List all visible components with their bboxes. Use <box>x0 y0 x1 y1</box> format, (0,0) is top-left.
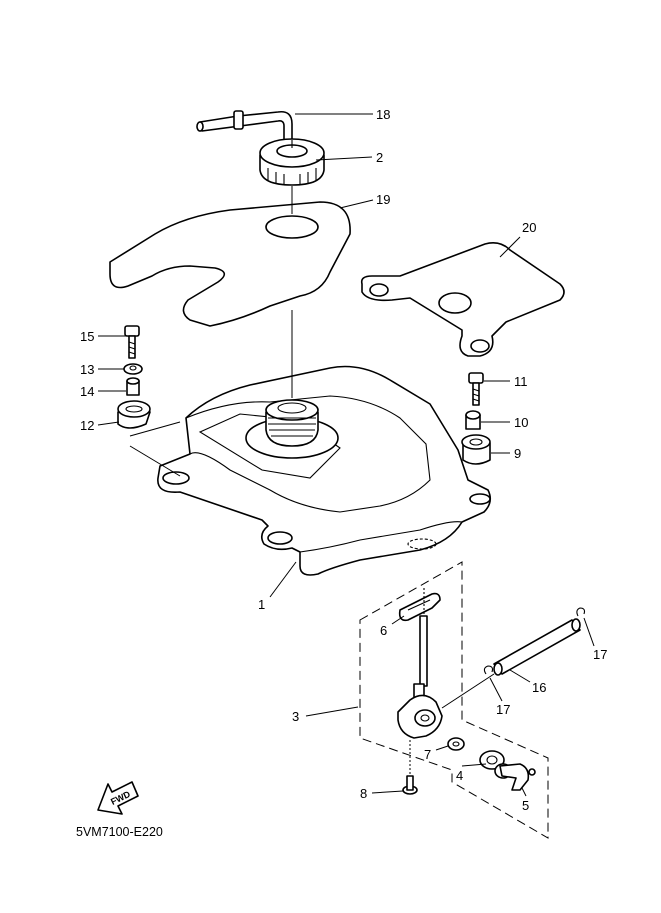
part-6-gasket <box>398 592 441 622</box>
callout-3: 3 <box>292 709 299 724</box>
diagram-code: 5VM7100-E220 <box>76 825 163 839</box>
part-19-pad <box>109 201 351 327</box>
fuel-cock-body <box>397 588 443 739</box>
callout-14: 14 <box>80 384 94 399</box>
callout-16: 16 <box>532 680 546 695</box>
callout-2: 2 <box>376 150 383 165</box>
part-12-damper <box>117 400 151 429</box>
leader-lines <box>97 113 595 797</box>
callout-19: 19 <box>376 192 390 207</box>
part-10-collar <box>465 410 481 430</box>
callout-7: 7 <box>424 747 431 762</box>
callout-17-lower: 17 <box>496 702 510 717</box>
part-17-clip-upper <box>576 607 586 617</box>
callout-10: 10 <box>514 415 528 430</box>
fwd-arrow-icon: FWD <box>97 781 139 815</box>
callout-1: 1 <box>258 597 265 612</box>
callout-9: 9 <box>514 446 521 461</box>
callout-12: 12 <box>80 418 94 433</box>
callout-8: 8 <box>360 786 367 801</box>
part-17-clip-lower <box>483 665 494 675</box>
callout-5: 5 <box>522 798 529 813</box>
callout-18: 18 <box>376 107 390 122</box>
callout-13: 13 <box>80 362 94 377</box>
part-13-washer <box>123 363 143 375</box>
part-7-o-ring <box>447 737 465 751</box>
callout-15: 15 <box>80 329 94 344</box>
part-20-plate <box>360 242 565 357</box>
part-16-fuel-hose <box>441 618 581 709</box>
part-5-lever <box>494 763 536 791</box>
part-9-damper <box>461 434 491 465</box>
part-15-bolt <box>124 325 140 359</box>
part-14-collar <box>126 377 140 396</box>
part-2-tank-cap <box>259 138 325 186</box>
callout-20: 20 <box>522 220 536 235</box>
callout-6: 6 <box>380 623 387 638</box>
part-11-bolt <box>468 372 484 406</box>
tank-filler-neck <box>245 399 339 459</box>
part-18-breather-hose <box>196 110 293 141</box>
callout-labels: 18 2 19 20 15 13 14 12 11 10 9 1 3 6 7 4… <box>80 107 607 813</box>
part-1-fuel-tank <box>157 365 492 576</box>
part-3-fuel-cock-assembly <box>359 561 549 839</box>
callout-4: 4 <box>456 768 463 783</box>
part-8-screw <box>402 740 418 795</box>
callout-17-upper: 17 <box>593 647 607 662</box>
callout-11: 11 <box>514 374 528 389</box>
